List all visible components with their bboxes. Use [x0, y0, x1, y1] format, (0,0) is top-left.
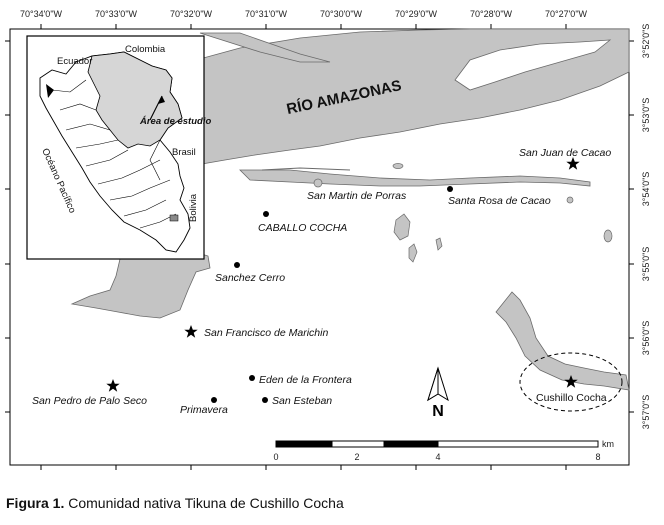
lat-tick-3: 3°54'0"S	[641, 172, 651, 207]
river-upper-channel	[199, 32, 331, 63]
scale-tick-4: 4	[435, 452, 440, 462]
scale-bar	[275, 440, 599, 448]
lake-1	[393, 213, 411, 241]
star-icon	[106, 379, 120, 392]
star-icon	[564, 375, 578, 388]
place-label-san-francisco-de-marichin: San Francisco de Marichin	[204, 327, 328, 339]
inset-label-bolivia: Bolivia	[188, 193, 199, 222]
place-label-cushillo-cocha: Cushillo Cocha	[536, 392, 607, 404]
place-label-san-martin-de-porras: San Martin de Porras	[307, 190, 407, 202]
lon-tick-8: 70°27'0"W	[545, 9, 588, 19]
star-icon	[184, 325, 198, 338]
islet-2	[392, 163, 404, 169]
lon-tick-5: 70°30'0"W	[320, 9, 363, 19]
cushillo-cocha-channel	[495, 291, 630, 391]
dot-icon	[249, 375, 255, 381]
islet-3	[566, 196, 574, 204]
lon-ticks	[40, 24, 567, 470]
scale-unit: km	[602, 439, 614, 449]
lat-ticks	[5, 40, 634, 413]
study-area-ellipse	[519, 352, 623, 412]
dot-icon	[263, 211, 269, 217]
north-arrow-icon	[427, 366, 449, 402]
place-label-caballo-cocha: CABALLO COCHA	[258, 222, 347, 234]
place-label-san-esteban: San Esteban	[272, 395, 332, 407]
lat-tick-6: 3°57'0"S	[641, 395, 651, 430]
inset-label-brasil: Brasil	[172, 147, 196, 158]
caption-text: Comunidad nativa Tikuna de Cushillo Coch…	[68, 495, 344, 511]
lon-tick-4: 70°31'0"W	[245, 9, 288, 19]
lat-tick-5: 3°56'0"S	[641, 321, 651, 356]
place-label-primavera: Primavera	[180, 404, 228, 416]
scale-tick-0: 0	[273, 452, 278, 462]
lat-tick-2: 3°53'0"S	[641, 98, 651, 133]
lon-tick-6: 70°29'0"W	[395, 9, 438, 19]
dot-icon	[211, 397, 217, 403]
place-label-eden-de-la-frontera: Eden de la Frontera	[259, 374, 352, 386]
lat-tick-4: 3°55'0"S	[641, 247, 651, 282]
dot-icon	[262, 397, 268, 403]
inset-map	[26, 35, 205, 260]
dot-icon	[234, 262, 240, 268]
islet-1	[313, 178, 323, 188]
inset-label-colombia: Colombia	[125, 44, 166, 55]
place-label-santa-rosa-de-cacao: Santa Rosa de Cacao	[448, 195, 551, 207]
river-island	[454, 39, 612, 91]
figure-caption: Figura 1. Comunidad nativa Tikuna de Cus…	[6, 495, 344, 511]
lon-tick-2: 70°33'0"W	[95, 9, 138, 19]
lon-tick-1: 70°34'0"W	[20, 9, 63, 19]
lon-tick-7: 70°28'0"W	[470, 9, 513, 19]
inset-label-ecuador: Ecuador	[57, 56, 92, 67]
star-icon	[566, 157, 580, 170]
lake-3	[435, 237, 443, 251]
caption-prefix: Figura 1.	[6, 495, 65, 511]
inset-label-area-de-estudio: Área de estudio	[139, 116, 211, 127]
lake-2	[408, 243, 418, 263]
north-label: N	[432, 403, 444, 420]
place-label-san-juan-de-cacao: San Juan de Cacao	[519, 147, 611, 159]
scale-tick-8: 8	[595, 452, 600, 462]
dot-icon	[447, 186, 453, 192]
lat-tick-1: 3°52'0"S	[641, 24, 651, 59]
place-label-sanchez-cerro: Sanchez Cerro	[215, 272, 285, 284]
river-thin-line	[261, 167, 351, 171]
lon-tick-3: 70°32'0"W	[170, 9, 213, 19]
river-lower-channel	[239, 169, 591, 187]
scale-tick-2: 2	[354, 452, 359, 462]
place-label-san-pedro-de-palo-seco: San Pedro de Palo Seco	[32, 395, 147, 407]
lake-4	[603, 229, 613, 243]
